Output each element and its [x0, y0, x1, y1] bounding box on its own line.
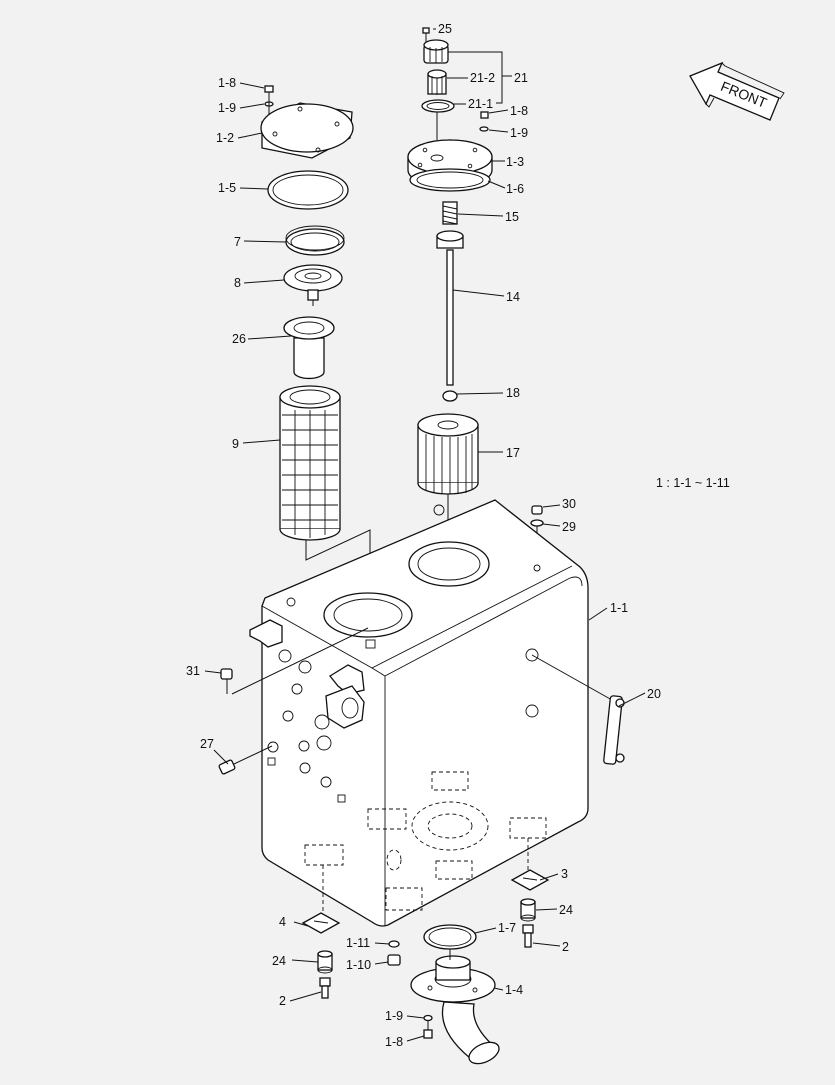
label-1-7: 1-7: [498, 921, 516, 935]
part-15-spring: [442, 201, 458, 225]
part-24-cushion-right: [520, 898, 536, 922]
label-15: 15: [505, 210, 519, 224]
part-3-plate: [510, 869, 550, 891]
part-4-plate: [301, 912, 341, 934]
label-18: 18: [506, 386, 520, 400]
label-1-9-center: 1-9: [510, 126, 528, 140]
label-1-3: 1-3: [506, 155, 524, 169]
part-1-6-gasket: [409, 168, 491, 192]
part-1-7-o-ring: [423, 924, 477, 950]
label-1-2: 1-2: [216, 131, 234, 145]
label-31: 31: [186, 664, 200, 678]
label-17: 17: [506, 446, 520, 460]
label-1-8-bottom: 1-8: [385, 1035, 403, 1049]
label-8: 8: [234, 276, 241, 290]
part-21-breather-cap: [423, 39, 449, 64]
part-1-8-bolt-top: [264, 85, 274, 118]
label-21-2: 21-2: [470, 71, 495, 85]
label-1-8-center: 1-8: [510, 104, 528, 118]
label-30: 30: [562, 497, 576, 511]
part-2-bolt-left: [319, 977, 331, 999]
label-14: 14: [506, 290, 520, 304]
part-18-nut: [442, 390, 458, 402]
part-14-rod: [436, 230, 464, 386]
part-1-10-plug: [387, 954, 401, 966]
part-7-ring: [285, 225, 345, 256]
part-31-bolt: [220, 627, 369, 695]
label-1-10: 1-10: [346, 958, 371, 972]
part-1-9-washer-bottom: [423, 1014, 433, 1022]
part-17-strainer: [417, 413, 479, 495]
label-2-left: 2: [279, 994, 286, 1008]
label-1-8-top: 1-8: [218, 76, 236, 90]
scale-note: 1 : 1-1 ~ 1-11: [656, 476, 730, 490]
part-2-bolt-right: [522, 924, 534, 948]
label-24-left: 24: [272, 954, 286, 968]
front-arrow: FRONT: [689, 61, 785, 121]
part-1-4-suction-flange: [410, 955, 500, 1065]
part-25-bolt: [422, 27, 430, 42]
part-21-2-filter: [427, 69, 447, 95]
part-9-filter-element: [279, 385, 341, 541]
part-1-5-o-ring: [267, 170, 349, 210]
label-1-6: 1-6: [506, 182, 524, 196]
label-4: 4: [279, 915, 286, 929]
callout-labels: 25 21-2 21 21-1 1-8 1-9 1-2 1-8 1-9 1-3 …: [186, 22, 661, 1049]
label-24-right: 24: [559, 903, 573, 917]
part-27-plug: [218, 745, 273, 775]
label-2-right: 2: [562, 940, 569, 954]
label-26: 26: [232, 332, 246, 346]
part-1-1-tank: [249, 499, 589, 927]
label-1-4: 1-4: [505, 983, 523, 997]
label-1-11: 1-11: [346, 936, 370, 950]
label-21: 21: [514, 71, 528, 85]
label-25: 25: [438, 22, 452, 36]
part-21-1-seal: [421, 99, 455, 113]
label-9: 9: [232, 437, 239, 451]
part-1-11-washer: [388, 940, 400, 948]
label-1-5: 1-5: [218, 181, 236, 195]
label-3: 3: [561, 867, 568, 881]
part-1-8-bolt-bottom: [423, 1029, 433, 1039]
part-1-2-cover-plate: [260, 102, 354, 159]
label-27: 27: [200, 737, 214, 751]
label-21-1: 21-1: [468, 97, 493, 111]
label-1-9-top: 1-9: [218, 101, 236, 115]
part-24-cushion-left: [317, 950, 333, 974]
label-7: 7: [234, 235, 241, 249]
label-29: 29: [562, 520, 576, 534]
leader-lines: [204, 28, 646, 1042]
label-1-9-bottom: 1-9: [385, 1009, 403, 1023]
part-8-valve: [283, 264, 343, 306]
part-26-sleeve: [283, 316, 335, 380]
label-1-1: 1-1: [610, 601, 628, 615]
part-1-8-bolt-center: [479, 111, 489, 132]
label-20: 20: [647, 687, 661, 701]
